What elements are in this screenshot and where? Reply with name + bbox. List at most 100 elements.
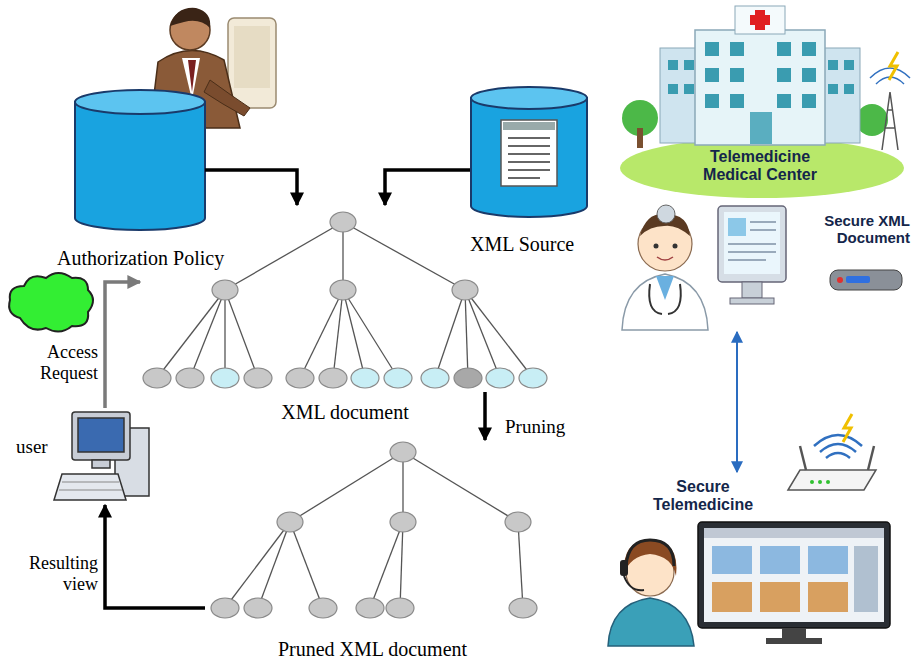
- hospital-building: [620, 6, 904, 198]
- pruned-tree: [225, 452, 523, 608]
- database-cylinder: [471, 87, 587, 109]
- user-computer: [72, 412, 130, 460]
- node-label: user: [16, 436, 48, 458]
- doctor-figure: [622, 274, 708, 330]
- pruned-tree: [290, 522, 323, 608]
- monitor: [728, 259, 766, 261]
- antenna-tower: [882, 92, 898, 150]
- antenna-tower: [870, 52, 910, 150]
- user-computer: [59, 490, 122, 491]
- hospital-building: [777, 68, 791, 82]
- monitor: [724, 212, 780, 274]
- hospital-building: [668, 84, 678, 94]
- hospital-building: [695, 30, 825, 145]
- database-cylinder: [508, 138, 550, 178]
- pruned-tree-node: [211, 442, 537, 618]
- pruned-tree: [370, 522, 403, 608]
- wifi-router: [810, 480, 814, 484]
- operator-figure: [624, 540, 677, 576]
- pruned-tree: [400, 522, 403, 608]
- monitor: [750, 221, 776, 223]
- wifi-router: [800, 446, 806, 470]
- wifi-router: [843, 414, 852, 442]
- wifi-router: [868, 446, 874, 470]
- user-computer: [54, 474, 126, 500]
- hospital-building: [730, 94, 744, 108]
- pruned-tree: [518, 522, 523, 608]
- database-cylinder: [75, 90, 205, 114]
- node-label: Telemedicine Medical Center: [680, 148, 840, 185]
- xml-tree: [224, 290, 225, 378]
- admin-person: [228, 18, 276, 108]
- pruned-tree: [290, 452, 403, 522]
- connector-arrow: [736, 332, 738, 472]
- hospital-building: [684, 60, 694, 70]
- database-cylinder: [471, 98, 587, 217]
- database-cylinder: [471, 87, 587, 217]
- edge-label: Resulting view: [10, 553, 98, 594]
- medical-center-node: Telemedicine Medical Center: [612, 8, 908, 332]
- wifi-router: [814, 435, 862, 458]
- database-cylinder: [503, 122, 555, 130]
- operator-figure: [620, 560, 628, 576]
- hospital-building: [844, 60, 854, 70]
- pruned-tree-node: [211, 598, 239, 618]
- pruned-tree-node: [244, 598, 272, 618]
- user-computer: [59, 482, 122, 490]
- monitor: [730, 298, 774, 304]
- xml-tree-node: [486, 368, 514, 388]
- connector-arrow: [105, 282, 140, 408]
- doctor-figure: [657, 257, 673, 260]
- monitor: [718, 206, 786, 282]
- xml-tree-node: [211, 368, 239, 388]
- node-label: XML document: [140, 401, 550, 424]
- xml-tree-node: [351, 368, 379, 388]
- database-cylinder: [508, 137, 550, 139]
- operator-figure: [608, 540, 694, 646]
- xml-tree-node: XML document: [140, 205, 550, 392]
- xml-tree: [343, 290, 398, 378]
- operator-figure: [624, 576, 644, 590]
- operator-monitor: [760, 582, 800, 612]
- monitor: [728, 218, 746, 236]
- hospital-building: [730, 42, 744, 56]
- xml-tree: [190, 290, 225, 378]
- xml-tree-node: [330, 212, 356, 232]
- operator-monitor: [704, 528, 884, 538]
- hospital-building: [820, 48, 860, 143]
- hospital-building: [750, 15, 770, 25]
- database-cylinder: [508, 153, 550, 155]
- operator-monitor: [854, 546, 878, 612]
- hospital-building: [777, 94, 791, 108]
- hospital-building: [705, 42, 719, 56]
- pruned-tree-node: [309, 598, 337, 618]
- monitor: [742, 282, 762, 298]
- operator-monitor: [698, 522, 890, 644]
- admin-person: [188, 60, 196, 92]
- wifi-router: [810, 480, 830, 484]
- database-cylinder: [508, 169, 550, 171]
- operator-monitor: [704, 528, 884, 622]
- xml-tree: [465, 290, 533, 378]
- xml-tree: [225, 290, 258, 378]
- pruned-tree: [403, 452, 518, 522]
- hospital-building: [684, 84, 694, 94]
- xml-tree: [300, 290, 343, 378]
- device-box: [830, 270, 902, 290]
- hospital-building: [828, 84, 838, 94]
- xml-tree-node: [452, 280, 478, 300]
- pruned-tree-node: Pruned XML document: [205, 440, 540, 622]
- device-box: [830, 270, 902, 290]
- admin-person: [204, 80, 250, 116]
- request-cloud: [9, 273, 93, 332]
- wifi-router: [788, 470, 876, 490]
- hospital-building: [802, 42, 816, 56]
- hospital-building: [668, 60, 678, 70]
- xml-tree: [343, 222, 465, 290]
- edge-label: Access Request: [22, 342, 98, 383]
- monitor: [718, 206, 786, 304]
- edge-label: Pruning: [505, 416, 585, 438]
